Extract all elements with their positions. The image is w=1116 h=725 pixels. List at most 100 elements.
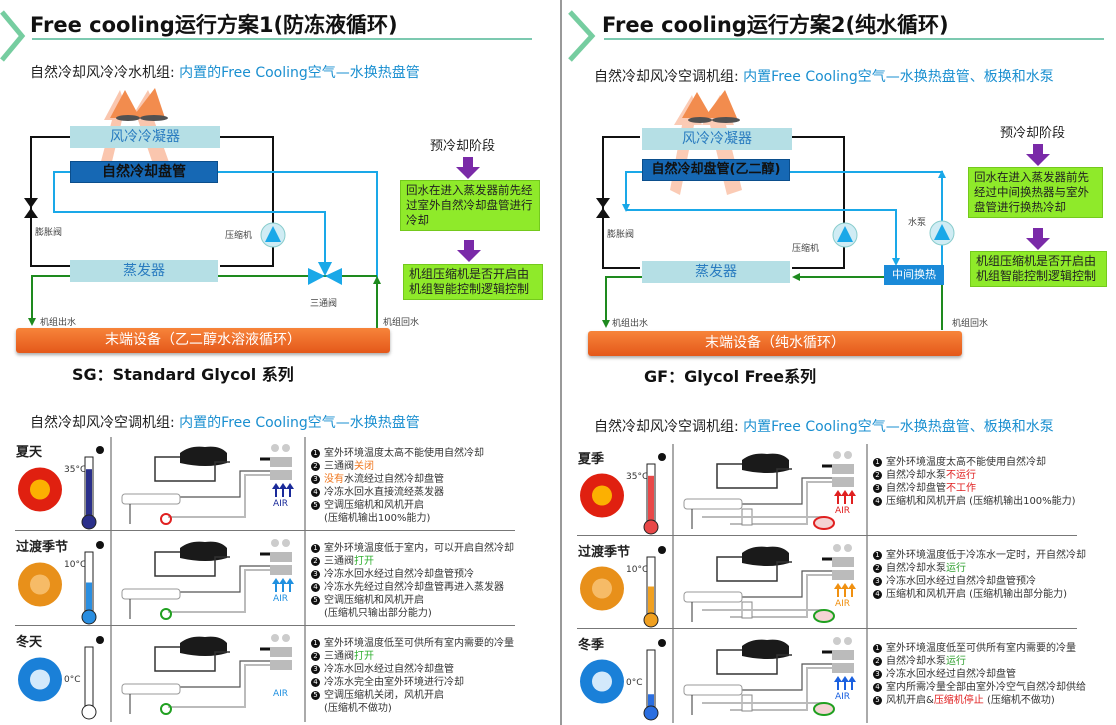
- page-title: Free cooling运行方案2(纯水循环): [602, 13, 949, 37]
- step-number: 2: [311, 651, 320, 661]
- explanation-item: (压缩机输出100%能力): [311, 512, 484, 525]
- panel-scheme-1: Free cooling运行方案1(防冻液循环) 自然冷却风冷冷水机组: 内置的…: [0, 0, 558, 395]
- step-number: 1: [873, 457, 882, 467]
- three-way-valve-icon: [160, 703, 172, 715]
- highlight-text: 打开: [354, 556, 374, 567]
- item-text: 水流经过自然冷却盘管: [344, 474, 444, 485]
- step-number: 3: [873, 483, 882, 493]
- snowflake-icon: [580, 659, 624, 704]
- highlight-text: 压缩机停止: [933, 695, 984, 706]
- compressor-icon: [832, 222, 858, 248]
- three-way-valve-icon: [160, 608, 172, 620]
- item-text: 风机开启&: [886, 695, 934, 706]
- evaporator-box: 蒸发器: [642, 261, 790, 283]
- expansion-valve-label: 膨胀阀: [607, 230, 635, 240]
- outlet-label: 机组出水: [40, 318, 77, 328]
- item-text: 压缩机和风机开启 (压缩机输出部分能力): [886, 589, 1067, 600]
- step-number: 2: [873, 563, 882, 573]
- item-text: 室外环境温度低于冷冻水一定时，开自然冷却: [886, 550, 1086, 561]
- title-underline: [32, 38, 532, 40]
- coil-icon: [270, 634, 292, 670]
- subtitle: 自然冷却风冷空调机组: 内置Free Cooling空气—水换热盘管、板换和水泵: [594, 416, 1054, 436]
- thermometer-fill: [648, 475, 654, 523]
- marker-1-icon: [96, 636, 104, 644]
- step-number: 1: [311, 448, 320, 458]
- subtitle-highlight: 内置Free Cooling空气—水换热盘管、板换和水泵: [743, 419, 1054, 435]
- item-text: 冷冻水完全由室外环境进行冷却: [324, 677, 464, 688]
- marker-1-icon: [658, 453, 666, 461]
- leaf-icon: [580, 566, 624, 611]
- row-divider: [15, 625, 515, 626]
- explanation-item: 1 室外环境温度太高不能使用自然冷却: [311, 447, 484, 460]
- subtitle-prefix: 自然冷却风冷空调机组:: [594, 419, 744, 435]
- marker-1-icon: [96, 446, 104, 454]
- step-number: 5: [311, 500, 320, 510]
- thermometer-icon: [81, 551, 97, 625]
- explanation-item: 1 室外环境温度低于冷冻水一定时，开自然冷却: [873, 549, 1086, 562]
- air-arrows-icon: [834, 676, 856, 690]
- step-number: 5: [311, 690, 320, 700]
- panel-scheme-2: Free cooling运行方案2(纯水循环) 自然冷却风冷空调机组: 内置Fr…: [562, 0, 1116, 395]
- item-text: 室外环境温度低至可供所有室内需要的冷量: [886, 643, 1076, 654]
- highlight-text: 运行: [946, 563, 966, 574]
- down-arrow-icon: [457, 240, 481, 262]
- highlight-text: 不工作: [946, 483, 976, 494]
- condenser-box: 风冷冷凝器: [642, 128, 792, 150]
- stage-label: 预冷却阶段: [430, 139, 496, 154]
- evaporator-icon: [121, 683, 181, 695]
- step-number: 5: [311, 595, 320, 605]
- explanation-item: 4 压缩机和风机开启 (压缩机输出部分能力): [873, 588, 1086, 601]
- sun-icon: [580, 473, 624, 518]
- item-text: 冷冻水回水经过自然冷却盘管: [886, 669, 1016, 680]
- step1-box: 回水在进入蒸发器前先经过室外自然冷却盘管进行冷却: [400, 180, 540, 231]
- evaporator-icon: [683, 498, 743, 510]
- item-text: 室外环境温度太高不能使用自然冷却: [324, 448, 484, 459]
- compressor-icon: [742, 546, 789, 566]
- item-text: 冷冻水先经过自然冷却盘管再进入蒸发器: [324, 582, 504, 593]
- air-arrows-icon: [272, 578, 294, 592]
- temperature-label: 10°C: [64, 560, 87, 570]
- item-text: (压缩机不做功): [983, 695, 1055, 706]
- subtitle-highlight: 内置Free Cooling空气—水换热盘管、板换和水泵: [743, 69, 1054, 85]
- coil-icon: [270, 444, 292, 480]
- air-arrows-icon: [272, 483, 294, 497]
- row-divider: [15, 530, 515, 531]
- compressor-icon: [742, 639, 789, 659]
- step-number: 5: [873, 695, 882, 705]
- item-text: 空调压缩机关闭，风机开启: [324, 690, 444, 701]
- subtitle-prefix: 自然冷却风冷空调机组:: [30, 415, 180, 431]
- subtitle-highlight: 内置的Free Cooling空气—水换热盘管: [179, 65, 420, 81]
- water-pump-icon: [813, 609, 835, 623]
- explanation-item: 5 空调压缩机关闭，风机开启: [311, 689, 514, 702]
- coil-icon: [832, 637, 854, 673]
- season-label: 冬天: [16, 635, 43, 650]
- air-label: AIR: [273, 499, 289, 509]
- series-label: GF：Glycol Free系列: [644, 367, 817, 386]
- step-number: 1: [873, 550, 882, 560]
- step-number: 3: [873, 669, 882, 679]
- down-arrow-icon: [1026, 228, 1050, 250]
- thermometer-fill: [86, 469, 92, 518]
- schematic-lines: [24, 88, 381, 330]
- water-pump-label: 水泵: [908, 218, 927, 228]
- item-text: 冷冻水回水经过自然冷却盘管: [324, 664, 454, 675]
- step-number: 2: [311, 461, 320, 471]
- step-number: 4: [873, 589, 882, 599]
- water-pump-icon: [929, 220, 955, 246]
- subtitle: 自然冷却风冷空调机组: 内置Free Cooling空气—水换热盘管、板换和水泵: [594, 66, 1054, 86]
- step-number: 1: [311, 543, 320, 553]
- air-arrows-icon: [834, 490, 856, 504]
- temperature-label: 10°C: [626, 565, 649, 575]
- step-number: 3: [311, 474, 320, 484]
- item-text: 室外环境温度太高不能使用自然冷却: [886, 457, 1046, 468]
- compressor-icon: [260, 222, 286, 248]
